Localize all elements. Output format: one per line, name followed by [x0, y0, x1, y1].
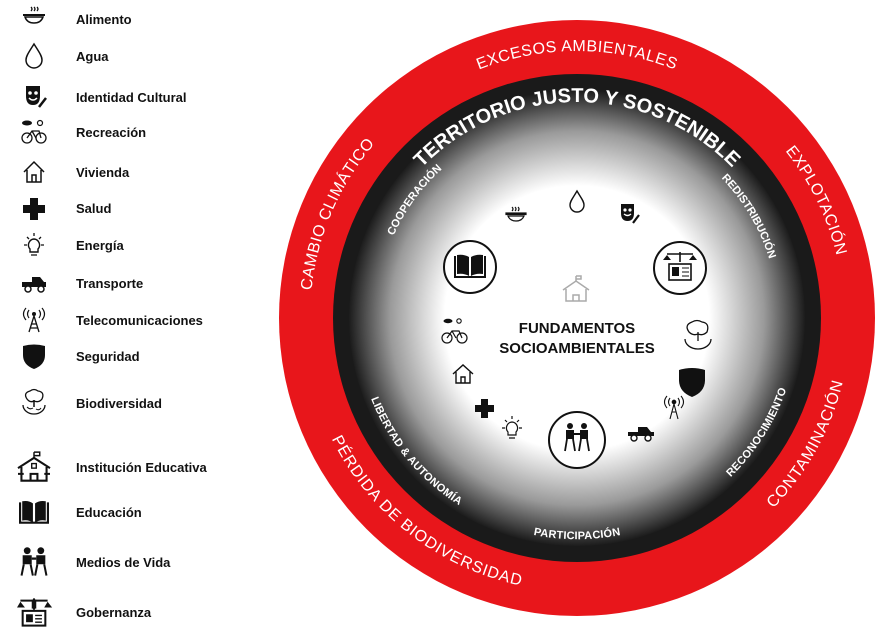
legend-label: Educación [76, 504, 142, 520]
legend: Alimento Agua Identidad Cultural Recreac… [0, 0, 270, 639]
light-bulb-icon [502, 416, 522, 439]
legend-item-school: Institución Educativa [12, 451, 262, 482]
center-title-line1: FUNDAMENTOS [519, 320, 635, 337]
open-book-icon [443, 240, 497, 294]
health-cross-icon [12, 193, 56, 223]
legend-item-recreation: Recreación [12, 117, 262, 147]
antenna-icon [12, 305, 56, 335]
bicycle-icon [441, 318, 468, 344]
legend-item-transport: Transporte [12, 268, 262, 298]
truck-icon [12, 268, 56, 298]
scales-icon [12, 597, 56, 627]
legend-label: Identidad Cultural [76, 89, 187, 105]
legend-item-telecom: Telecomunicaciones [12, 305, 262, 335]
food-bowl-icon [505, 206, 527, 222]
legend-label: Recreación [76, 124, 147, 140]
legend-label: Medios de Vida [76, 554, 171, 570]
legend-item-culture: Identidad Cultural [12, 82, 262, 112]
legend-item-education: Educación [12, 497, 262, 527]
bicycle-icon [12, 117, 56, 147]
health-cross-icon [475, 399, 494, 418]
legend-label: Vivienda [76, 164, 130, 180]
school-building-icon [12, 451, 56, 482]
diagram: EXCESOS AMBIENTALES EXPLOTACIÓN CAMBIO C… [279, 20, 875, 616]
water-drop-icon [12, 41, 56, 71]
tree-globe-icon [684, 319, 712, 350]
legend-item-governance: Gobernanza [12, 597, 262, 627]
theater-mask-icon [12, 82, 56, 112]
legend-label: Gobernanza [76, 604, 152, 620]
school-building-icon [562, 275, 590, 302]
house-icon [452, 364, 474, 384]
legend-label: Energía [76, 237, 124, 253]
legend-item-biodiversity: Biodiversidad [12, 388, 262, 418]
legend-label: Agua [76, 48, 109, 64]
truck-icon [628, 427, 654, 442]
legend-item-livelihoods: Medios de Vida [12, 547, 262, 577]
center-disc [349, 90, 805, 546]
center-title-line2: SOCIOAMBIENTALES [499, 340, 655, 357]
shield-icon [679, 368, 705, 397]
legend-item-housing: Vivienda [12, 157, 262, 187]
legend-item-food: Alimento [12, 4, 262, 34]
legend-label: Institución Educativa [76, 459, 207, 475]
food-bowl-icon [12, 4, 56, 34]
legend-label: Alimento [76, 11, 132, 27]
people-icon [548, 411, 606, 469]
shield-icon [12, 341, 56, 371]
open-book-icon [12, 497, 56, 527]
legend-label: Telecomunicaciones [76, 312, 203, 328]
legend-label: Transporte [76, 275, 144, 291]
legend-item-health: Salud [12, 193, 262, 223]
antenna-icon [663, 395, 685, 420]
people-icon [12, 547, 56, 577]
legend-label: Biodiversidad [76, 395, 162, 411]
tree-globe-icon [12, 388, 56, 418]
legend-label: Salud [76, 200, 112, 216]
legend-item-security: Seguridad [12, 341, 262, 371]
water-drop-icon [569, 189, 585, 213]
light-bulb-icon [12, 230, 56, 260]
legend-label: Seguridad [76, 348, 140, 364]
house-icon [12, 157, 56, 187]
theater-mask-icon [621, 204, 640, 224]
scales-icon [653, 241, 707, 295]
legend-item-energy: Energía [12, 230, 262, 260]
legend-item-water: Agua [12, 41, 262, 71]
inner-label-participacion: PARTICIPACIÓN [533, 526, 621, 542]
